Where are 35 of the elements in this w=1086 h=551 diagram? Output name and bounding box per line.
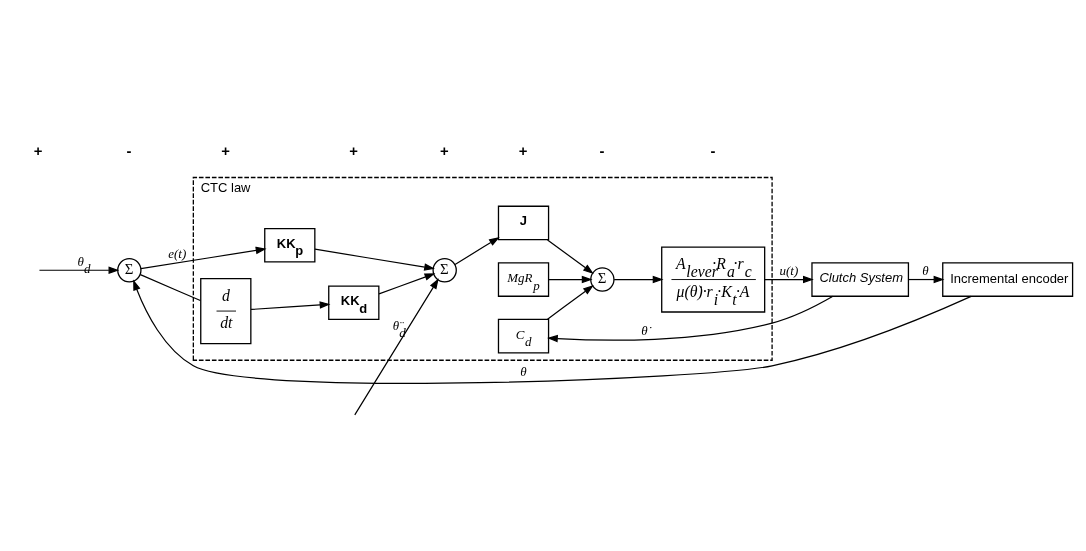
label: +: [518, 142, 528, 159]
arrow: [314, 248, 435, 271]
label: +: [33, 142, 43, 159]
arrow: [546, 284, 594, 320]
arrow: [250, 300, 331, 310]
node-box: J: [497, 205, 550, 240]
label: -: [710, 142, 716, 159]
arrow: [454, 236, 500, 265]
arrow: [354, 277, 439, 415]
arrow: [613, 275, 664, 283]
edge-label: u(t): [779, 262, 799, 278]
label: -: [599, 142, 605, 159]
node-circle: Σ: [432, 257, 457, 282]
arrow: [133, 279, 972, 384]
node-circle: Σ: [117, 257, 142, 282]
arrow: [140, 246, 267, 269]
label: -: [126, 142, 132, 159]
edge-label: θ: [922, 262, 929, 278]
arrow: [378, 272, 436, 294]
arrow: [548, 275, 593, 283]
node-box: Incremental encoder: [942, 261, 1074, 297]
node-box: d dt: [200, 277, 252, 344]
label: +: [221, 142, 230, 159]
arrow: [547, 295, 834, 342]
arrow: [764, 275, 814, 283]
arrow: [38, 266, 120, 274]
node-box: Clutch System: [811, 261, 910, 297]
label: +: [349, 142, 358, 159]
edge-label: e(t): [168, 245, 187, 261]
arrow: [908, 275, 945, 283]
label: +: [440, 142, 449, 159]
connector: [139, 273, 201, 301]
node-circle: Σ: [590, 266, 615, 292]
edge-label: θ: [520, 363, 527, 379]
arrow: [546, 238, 594, 274]
